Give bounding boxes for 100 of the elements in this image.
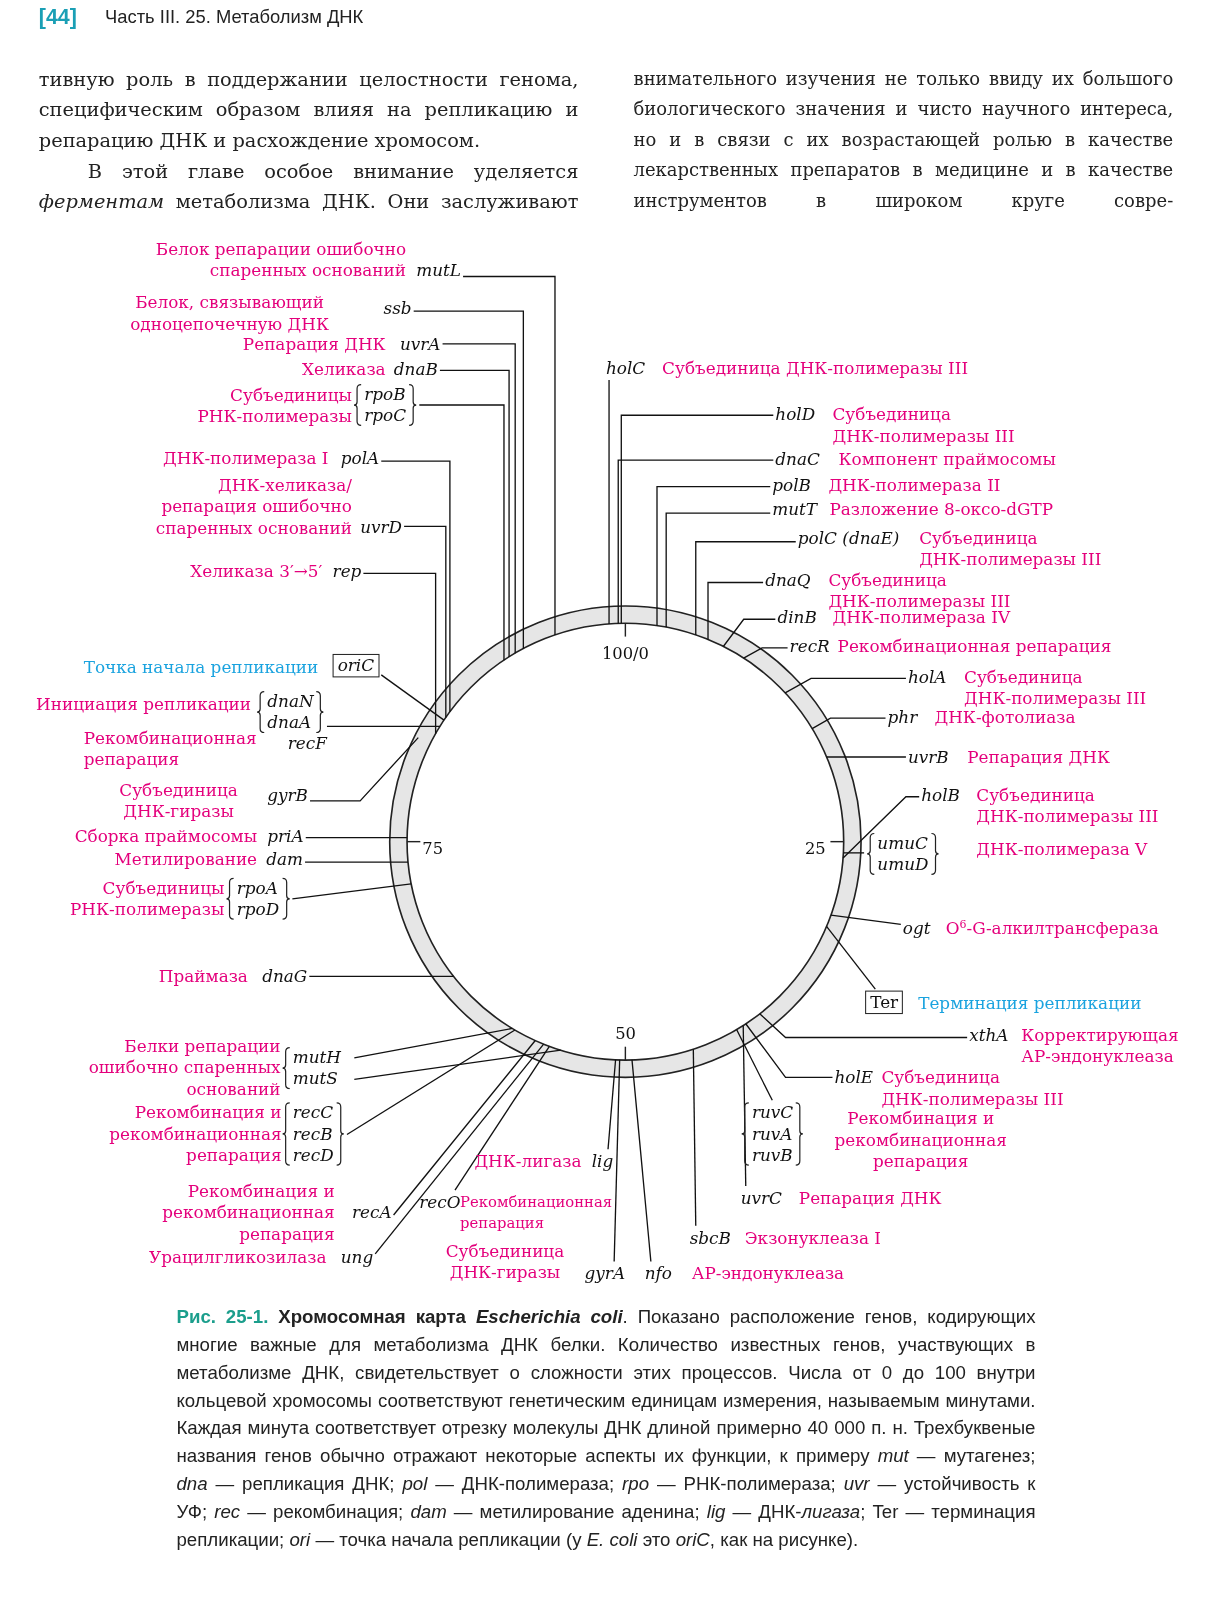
leader-line: [607, 1059, 617, 1150]
gene-name: mutS: [292, 1067, 339, 1090]
gene-name: ruvC: [751, 1101, 794, 1123]
gene-name: recD: [292, 1144, 334, 1166]
leader-line: [326, 725, 441, 728]
leader-line: [441, 343, 516, 654]
leader-line: [608, 379, 610, 625]
leader-line: [825, 925, 876, 990]
leader-line: [692, 1048, 697, 1227]
gene-function-label: ДНК-полимераза V: [976, 838, 1149, 860]
leader-line: [784, 677, 907, 694]
gene-function-label: ДНК-полимераза II: [828, 473, 1002, 496]
gene-name: ssb: [383, 297, 412, 319]
leader-line: [353, 1049, 562, 1081]
gene-name: ruvB: [751, 1144, 794, 1166]
gene-function-label: Праймаза: [157, 965, 248, 988]
gene-function-label: O$^{6}$-G-алкилтрансфераза: [945, 917, 1160, 940]
gene-name: gyrB: [267, 784, 308, 806]
gene-name: nfo: [644, 1262, 672, 1284]
gene-function-label: Рекомбинация и рекомбинационная репарация: [833, 1108, 1007, 1172]
body-paragraph: В этой главе особое внимание уделяется ферментам метаболизма ДНК. Они заслуживают: [38, 158, 579, 215]
gene-function-label: Субъединица ДНК-полимеразы III: [964, 665, 1148, 709]
gene-function-label: Хеликаза 3′→5′: [189, 560, 323, 582]
leader-line: [617, 459, 774, 625]
gene-function-label: Хеликаза: [301, 358, 386, 380]
leader-line: [374, 1043, 545, 1255]
leader-line: [656, 485, 771, 627]
gene-name: xthA: [969, 1023, 1009, 1046]
gene-function-label: Репарация ДНК: [798, 1187, 943, 1209]
leader-line: [305, 836, 408, 839]
body-paragraph: внимательного изучения не только ввиду их большого биологического значения и чисто научного интереса, но и в связи с их возрастающей ролью в качестве лекарственных препаратов в медицине и в качестве инструментов в широком круге совре-: [633, 67, 1174, 214]
leader-line: [842, 852, 865, 854]
leader-line: [304, 861, 409, 863]
gene-name: ung: [340, 1246, 374, 1268]
gene-name: recR: [789, 635, 830, 657]
scale-number: 50: [615, 1023, 636, 1044]
gene-function-label: Репарация ДНК: [967, 746, 1111, 768]
gene-function-label: Белок репарации ошибочно спаренных оснований: [154, 238, 407, 282]
gene-function-label: Белок, связывающий одноцепочечную ДНК: [129, 291, 330, 335]
gene-name: gyrA: [584, 1262, 626, 1284]
body-paragraph: тивную роль в поддержании целостности генома, специфическим образом влияя на репликацию и репарацию ДНК и расхождение хромосом.: [38, 66, 579, 153]
gene-function-label: Субъединица ДНК-полимеразы III: [662, 357, 970, 379]
leader-line: [291, 883, 412, 900]
gene-name: rpoA: [236, 876, 279, 899]
gene-name: recO: [419, 1191, 461, 1213]
gene-function-label: ДНК-лигаза: [473, 1150, 582, 1172]
gene-name: mutL: [416, 259, 461, 282]
gene-function-label: Терминация репликации: [918, 992, 1143, 1014]
gene-name: phr: [887, 706, 918, 728]
gene-name: umuC: [877, 832, 929, 854]
gene-function-label: ДНК-хеликаза/ репарация ошибочно спаренных оснований: [154, 473, 352, 539]
gene-function-label: Точка начала репликации: [82, 656, 319, 678]
gene-name: priA: [267, 824, 304, 847]
page-number: [44]: [38, 5, 77, 30]
leader-line: [439, 369, 510, 658]
leader-line: [403, 525, 447, 719]
gene-function-label: Рекомбинация и рекомбинационная репарация: [108, 1101, 282, 1166]
leader-line: [620, 414, 774, 624]
gene-function-label: Корректирующая АР-эндонуклеаза: [1021, 1023, 1180, 1067]
boxed-locus-label: oriC: [332, 653, 380, 677]
gene-function-label: Урацилгликозилаза: [148, 1246, 327, 1268]
gene-name: uvrB: [907, 746, 949, 768]
leader-line: [695, 541, 797, 636]
gene-name: lig: [591, 1150, 614, 1172]
gene-function-label: Рекомбинационная репарация: [837, 635, 1113, 657]
leader-line: [413, 310, 524, 650]
gene-name: rep: [332, 560, 362, 582]
leader-line: [346, 1029, 516, 1136]
leader-line: [722, 618, 776, 648]
gene-function-label: Сборка праймосомы: [73, 824, 258, 847]
gene-name: recC: [292, 1101, 334, 1123]
leader-line: [745, 1023, 834, 1078]
gene-name: mutH: [292, 1046, 342, 1068]
gene-name: polC (dnaE): [797, 526, 900, 549]
leader-line: [353, 1027, 513, 1059]
gene-function-label: Рекомбинационная репарация: [460, 1192, 614, 1233]
gene-name: holA: [907, 665, 947, 688]
leader-line: [811, 717, 887, 730]
gene-name: dnaB: [393, 358, 438, 380]
gene-name: dam: [266, 848, 304, 870]
gene-function-label: Субъединицы РНК-полимеразы: [69, 876, 225, 920]
gene-function-label: Инициация репликации: [35, 693, 251, 715]
gene-function-label: Рекомбинационная репарация: [83, 727, 258, 771]
gene-name: recB: [292, 1122, 334, 1145]
gene-name: ogt: [902, 917, 931, 940]
leader-line: [362, 572, 437, 735]
gene-name: sbcB: [689, 1226, 731, 1249]
scale-number: 25: [804, 838, 826, 859]
gene-name: rpoC: [364, 404, 407, 426]
gene-name: uvrC: [740, 1187, 782, 1209]
leader-line: [380, 460, 451, 713]
leader-line: [735, 1028, 773, 1101]
gene-name: recF: [287, 732, 327, 754]
gene-name: dnaA: [267, 711, 313, 733]
gene-name: polA: [340, 447, 380, 469]
gene-function-label: Субъединица ДНК-полимеразы III: [976, 784, 1160, 827]
gene-name: polB: [772, 473, 811, 496]
gene-name: dnaC: [775, 448, 820, 470]
gene-name: uvrA: [399, 333, 441, 355]
leader-line: [418, 404, 505, 661]
